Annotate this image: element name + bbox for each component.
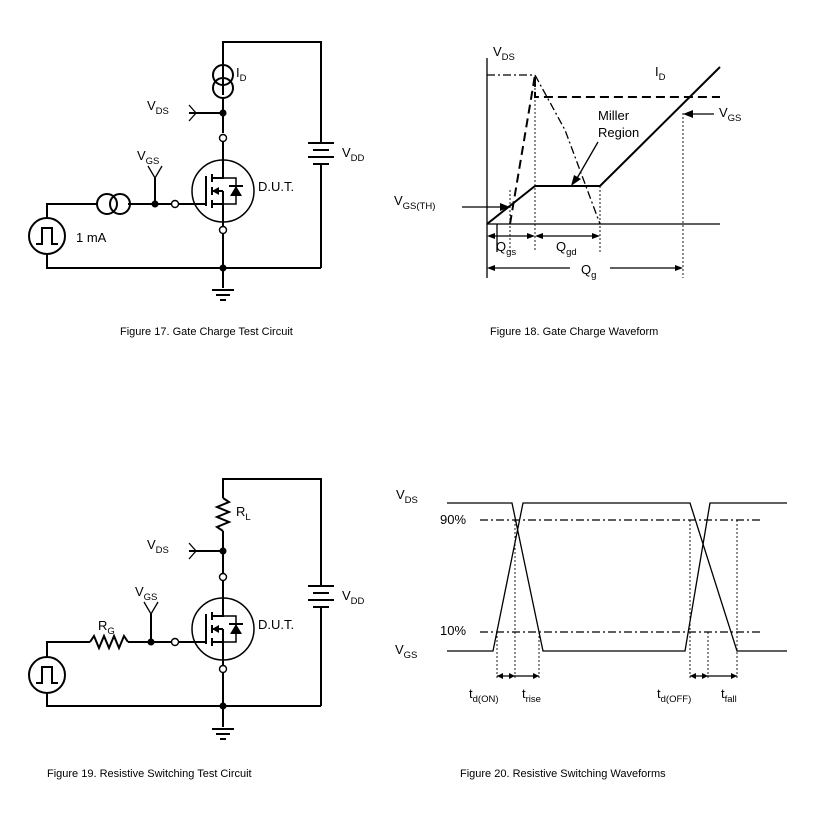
svg-text:Qgd: Qgd: [556, 239, 577, 258]
figure-18-gate-charge-waveform: VDS ID Miller Region VGS VGS(TH) Qgs Qgd…: [394, 44, 741, 338]
dut-label: D.U.T.: [258, 179, 294, 194]
vdd-battery: [308, 585, 334, 608]
svg-text:VGS(TH): VGS(TH): [394, 193, 435, 212]
vgs-label: V: [137, 148, 146, 163]
miller-label: Miller: [598, 108, 630, 123]
svg-text:VDS: VDS: [147, 98, 169, 117]
svg-text:td(ON): td(ON): [469, 686, 499, 705]
svg-text:VGS: VGS: [137, 148, 159, 167]
t-rise-label: t: [522, 686, 526, 701]
figure-20-caption: Figure 20. Resistive Switching Waveforms: [460, 768, 666, 780]
vgs-label: V: [395, 642, 404, 657]
id-label: I: [236, 65, 240, 80]
qg-label: Q: [581, 262, 591, 277]
load-resistor: [214, 497, 232, 532]
svg-text:ID: ID: [655, 64, 666, 83]
svg-text:VDS: VDS: [493, 44, 515, 63]
miller-label-2: Region: [598, 125, 639, 140]
pulse-source: [28, 217, 66, 255]
dut-mosfet: [191, 597, 255, 661]
vdd-label: V: [342, 588, 351, 603]
svg-text:ID: ID: [236, 65, 247, 84]
svg-text:Qgs: Qgs: [496, 239, 516, 258]
rl-label: R: [236, 504, 245, 519]
vdd-battery: [308, 142, 334, 165]
vds-label: V: [147, 537, 156, 552]
90-percent-label: 90%: [440, 512, 466, 527]
svg-text:VDD: VDD: [342, 145, 365, 164]
id-label: I: [655, 64, 659, 79]
vds-label: V: [493, 44, 502, 59]
gate-current-source: [96, 193, 131, 215]
pulse-source: [28, 656, 66, 694]
svg-text:Qg: Qg: [581, 262, 596, 281]
id-waveform: [509, 74, 720, 225]
svg-text:VDD: VDD: [342, 588, 365, 607]
ground-symbol: [211, 728, 235, 740]
svg-text:tfall: tfall: [721, 686, 737, 705]
vds-label: V: [396, 487, 405, 502]
figure-19-caption: Figure 19. Resistive Switching Test Circ…: [47, 768, 252, 780]
td-on-label: t: [469, 686, 473, 701]
svg-text:RG: RG: [98, 618, 115, 637]
t-fall-label: t: [721, 686, 725, 701]
svg-text:VDS: VDS: [396, 487, 418, 506]
10-percent-label: 10%: [440, 623, 466, 638]
figure-17-gate-charge-circuit: ID VDS VGS VDD D.U.T. 1 mA Figure 17. Ga…: [28, 41, 365, 338]
rg-label: R: [98, 618, 107, 633]
figure-17-caption: Figure 17. Gate Charge Test Circuit: [120, 326, 293, 338]
vdd-label: V: [342, 145, 351, 160]
svg-text:RL: RL: [236, 504, 251, 523]
qgd-label: Q: [556, 239, 566, 254]
dut-label: D.U.T.: [258, 617, 294, 632]
td-off-label: t: [657, 686, 661, 701]
vgs-label: V: [719, 105, 728, 120]
ground-symbol: [211, 289, 235, 301]
vgs-waveform: [447, 502, 787, 652]
vgsth-label: V: [394, 193, 403, 208]
figure-19-resistive-switching-circuit: RL VDS VGS RG VDD D.U.T. Figure 19. Resi…: [28, 478, 365, 780]
svg-text:VGS: VGS: [719, 105, 741, 124]
vds-label: V: [147, 98, 156, 113]
qgs-label: Q: [496, 239, 506, 254]
vds-waveform: [447, 502, 787, 652]
source-current-label: 1 mA: [76, 230, 107, 245]
svg-text:VDS: VDS: [147, 537, 169, 556]
gate-resistor: [89, 633, 129, 651]
figure-20-resistive-switching-waveforms: VDS 90% 10% VGS td(ON) trise td(OFF) tfa…: [395, 487, 787, 780]
svg-text:VGS: VGS: [135, 584, 157, 603]
svg-text:td(OFF): td(OFF): [657, 686, 691, 705]
figure-18-caption: Figure 18. Gate Charge Waveform: [490, 326, 658, 338]
vgs-label: V: [135, 584, 144, 599]
svg-text:trise: trise: [522, 686, 541, 705]
svg-text:VGS: VGS: [395, 642, 417, 661]
dut-mosfet: [191, 159, 255, 223]
